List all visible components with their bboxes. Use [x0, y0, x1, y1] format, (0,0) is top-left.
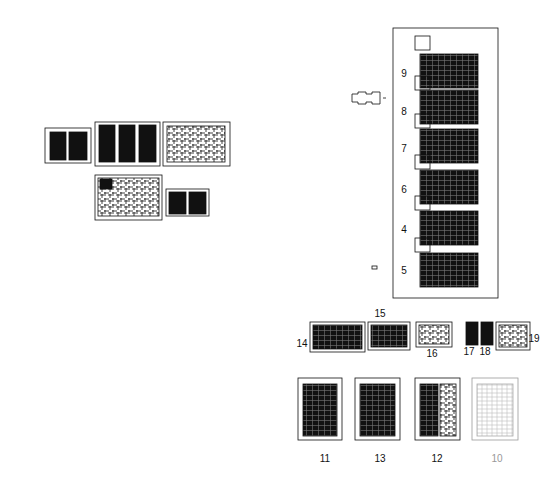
callout-number: 9: [401, 68, 407, 79]
callout-number: 18: [479, 346, 490, 357]
callout-number: 11: [320, 453, 330, 464]
callout-number: 19: [528, 333, 539, 344]
callout-number: 6: [401, 184, 407, 195]
callout-number: 7: [401, 143, 407, 154]
callout-number: 10: [491, 453, 502, 464]
callout-number: 14: [296, 338, 307, 349]
callout-number: 12: [431, 453, 442, 464]
callout-number: 13: [374, 453, 385, 464]
callout-number: 16: [426, 348, 437, 359]
callout-number: 15: [374, 308, 385, 319]
callout-number: 17: [463, 346, 474, 357]
callout-number: 8: [401, 106, 407, 117]
callout-number: 5: [401, 265, 407, 276]
callout-number: 4: [401, 224, 407, 235]
